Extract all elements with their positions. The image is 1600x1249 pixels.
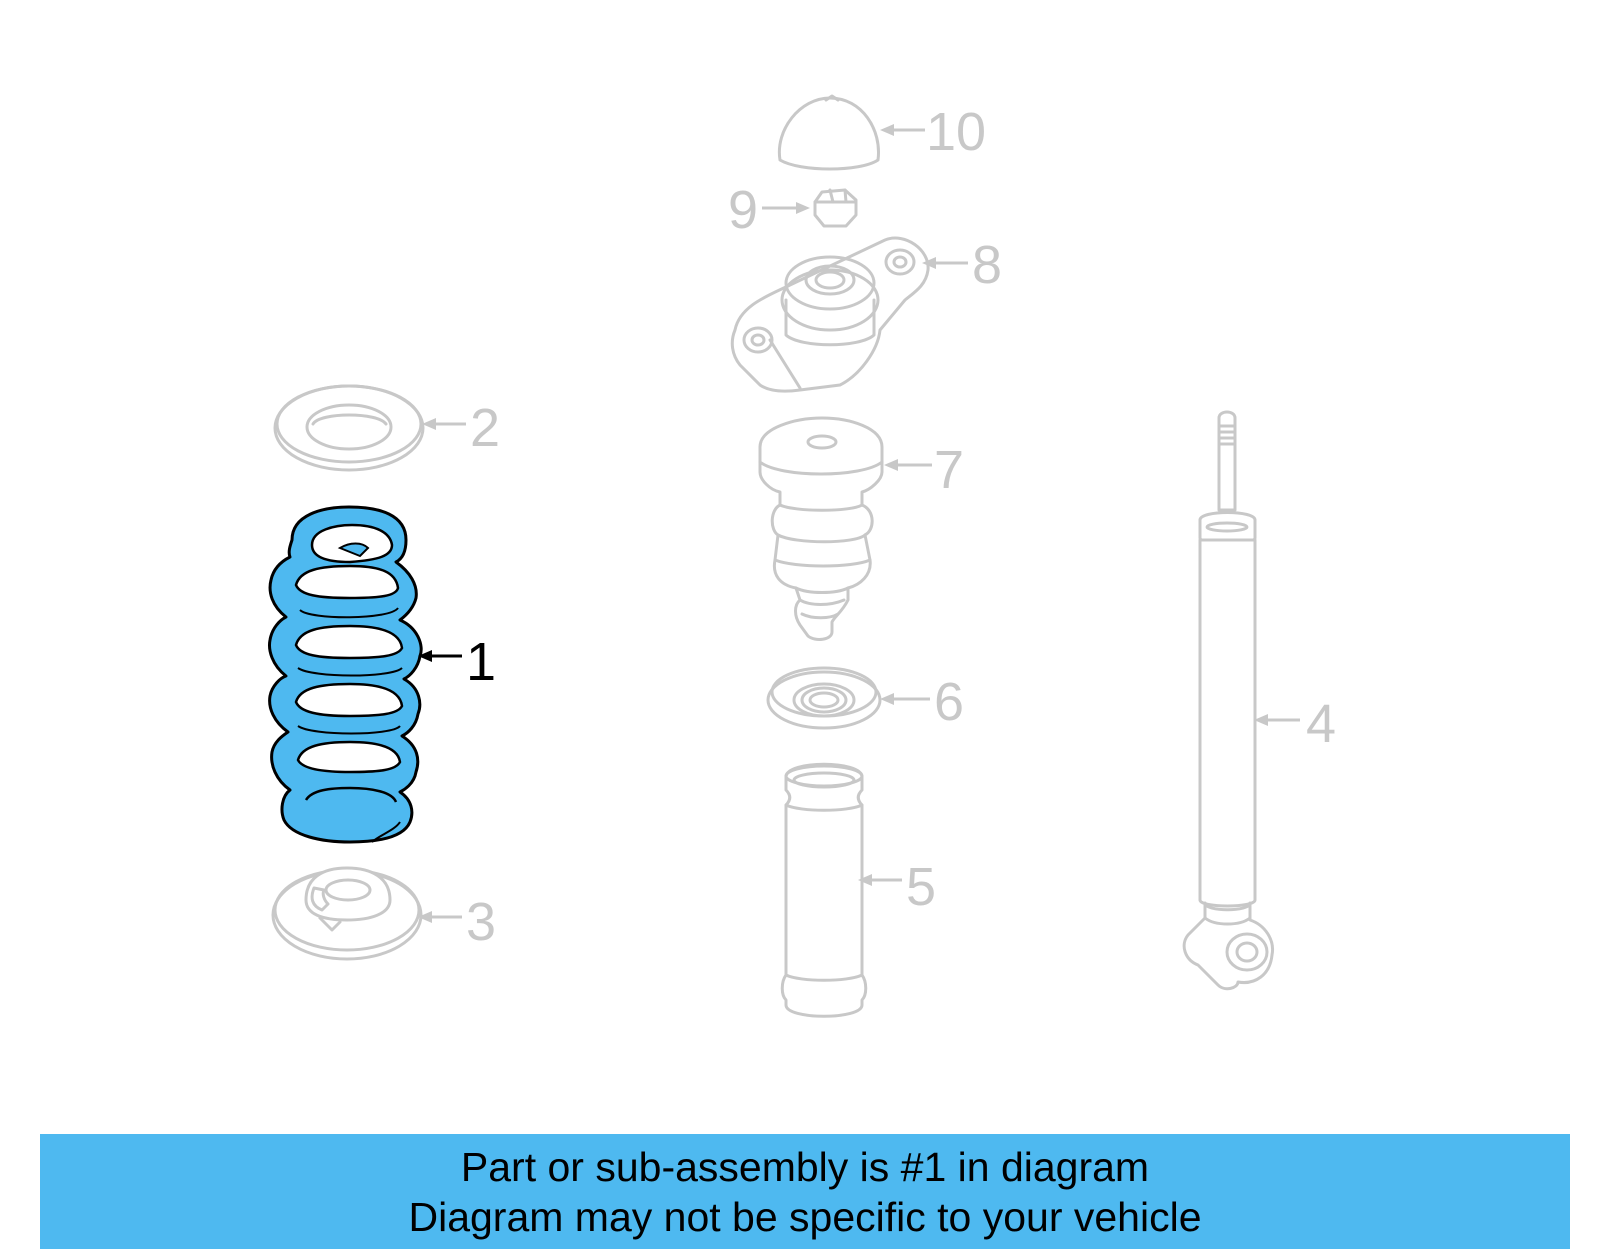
- part-7-bump-stop[interactable]: [758, 416, 884, 641]
- callout-9: 9: [728, 180, 810, 240]
- callout-label-8: 8: [972, 235, 1002, 295]
- part-6-spring-seat[interactable]: [766, 666, 882, 730]
- info-banner: Part or sub-assembly is #1 in diagram Di…: [40, 1134, 1570, 1249]
- callout-label-9: 9: [728, 180, 758, 240]
- part-4-shock-absorber[interactable]: [1182, 410, 1275, 991]
- callout-8: 8: [922, 235, 1002, 295]
- callout-3: 3: [418, 892, 496, 952]
- callout-5: 5: [858, 857, 936, 917]
- part-10-dust-cap[interactable]: [777, 94, 881, 171]
- callout-7: 7: [884, 440, 964, 500]
- banner-line-1: Part or sub-assembly is #1 in diagram: [460, 1144, 1150, 1190]
- callout-10: 10: [880, 102, 986, 162]
- part-8-strut-mount[interactable]: [730, 236, 930, 393]
- part-2-upper-insulator[interactable]: [273, 384, 425, 472]
- callout-label-3: 3: [466, 892, 496, 952]
- part-1-coil-spring[interactable]: [268, 505, 423, 844]
- part-5-dust-boot[interactable]: [780, 762, 868, 1018]
- callout-label-4: 4: [1306, 694, 1336, 754]
- callout-6: 6: [880, 672, 964, 732]
- part-3-lower-seat[interactable]: [271, 866, 423, 961]
- part-9-nut[interactable]: [813, 188, 858, 228]
- callout-1: 1: [418, 632, 496, 692]
- callout-label-1: 1: [466, 632, 496, 692]
- callout-label-7: 7: [934, 440, 964, 500]
- callout-4: 4: [1254, 694, 1336, 754]
- callout-label-5: 5: [906, 857, 936, 917]
- callout-label-2: 2: [470, 398, 500, 458]
- callout-label-10: 10: [926, 102, 986, 162]
- callout-2: 2: [422, 398, 500, 458]
- banner-line-2: Diagram may not be specific to your vehi…: [408, 1194, 1202, 1240]
- callout-label-6: 6: [934, 672, 964, 732]
